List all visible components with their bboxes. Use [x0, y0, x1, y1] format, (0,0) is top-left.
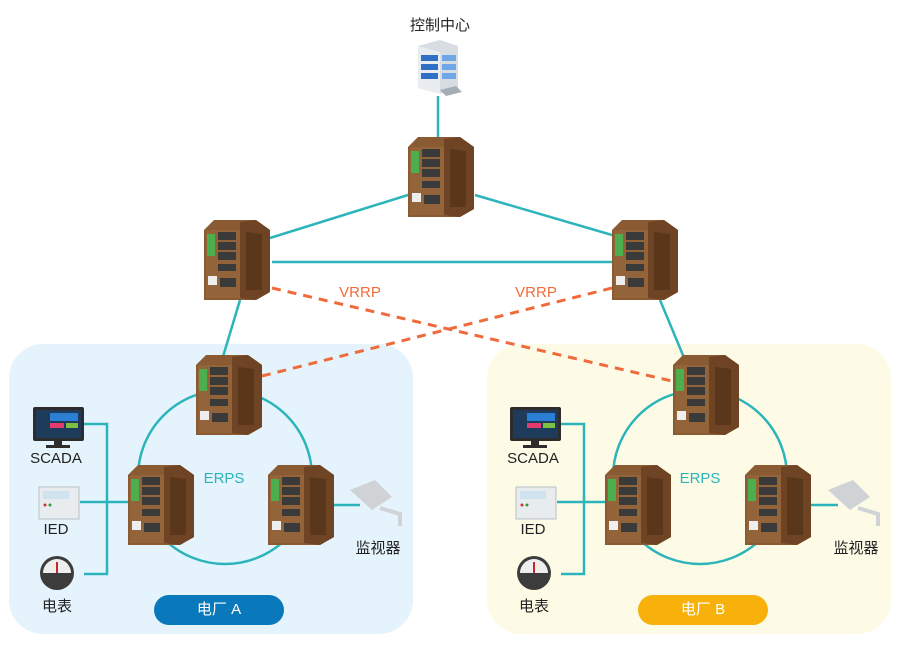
vrrp-label-right: VRRP — [515, 284, 557, 301]
plant-b-badge: 电厂 B — [638, 595, 768, 625]
scada-label-b: SCADA — [507, 450, 559, 467]
erps-label-a: ERPS — [203, 470, 245, 487]
core-switch-right — [612, 220, 678, 300]
ied-device-icon — [515, 486, 557, 520]
core-switch-top — [408, 137, 474, 217]
control-center-label: 控制中心 — [409, 17, 471, 34]
plant-a-switch-right — [268, 465, 334, 545]
scada-monitor-icon — [510, 407, 561, 448]
plant-b-switch-top — [673, 355, 739, 435]
control-center-building-icon — [418, 40, 462, 96]
meter-label-b: 电表 — [518, 598, 550, 615]
ied-device-icon — [38, 486, 80, 520]
vrrp-link-2 — [261, 286, 613, 378]
meter-label-a: 电表 — [41, 598, 73, 615]
plant-a-switch-left — [128, 465, 194, 545]
plant-a-badge: 电厂 A — [154, 595, 284, 625]
plant-b-switch-left — [605, 465, 671, 545]
plant-a-switch-top — [196, 355, 262, 435]
ied-label-b: IED — [520, 521, 546, 538]
vrrp-label-left: VRRP — [339, 284, 381, 301]
camera-label-b: 监视器 — [833, 540, 879, 557]
meter-gauge-icon — [40, 556, 74, 590]
link-left-plant-a — [220, 299, 242, 361]
core-switch-left — [204, 220, 270, 300]
plant-b-switch-right — [745, 465, 811, 545]
camera-label-a: 监视器 — [355, 540, 401, 557]
camera-icon — [828, 480, 880, 526]
core-links — [220, 96, 687, 361]
camera-icon — [350, 480, 402, 526]
erps-label-b: ERPS — [679, 470, 721, 487]
scada-monitor-icon — [33, 407, 84, 448]
vrrp-links — [261, 286, 677, 384]
link-right-plant-b — [658, 299, 687, 361]
link-core-right — [474, 193, 613, 237]
vrrp-link-1 — [271, 286, 677, 384]
ied-label-a: IED — [43, 521, 69, 538]
scada-label-a: SCADA — [30, 450, 82, 467]
meter-gauge-icon — [517, 556, 551, 590]
